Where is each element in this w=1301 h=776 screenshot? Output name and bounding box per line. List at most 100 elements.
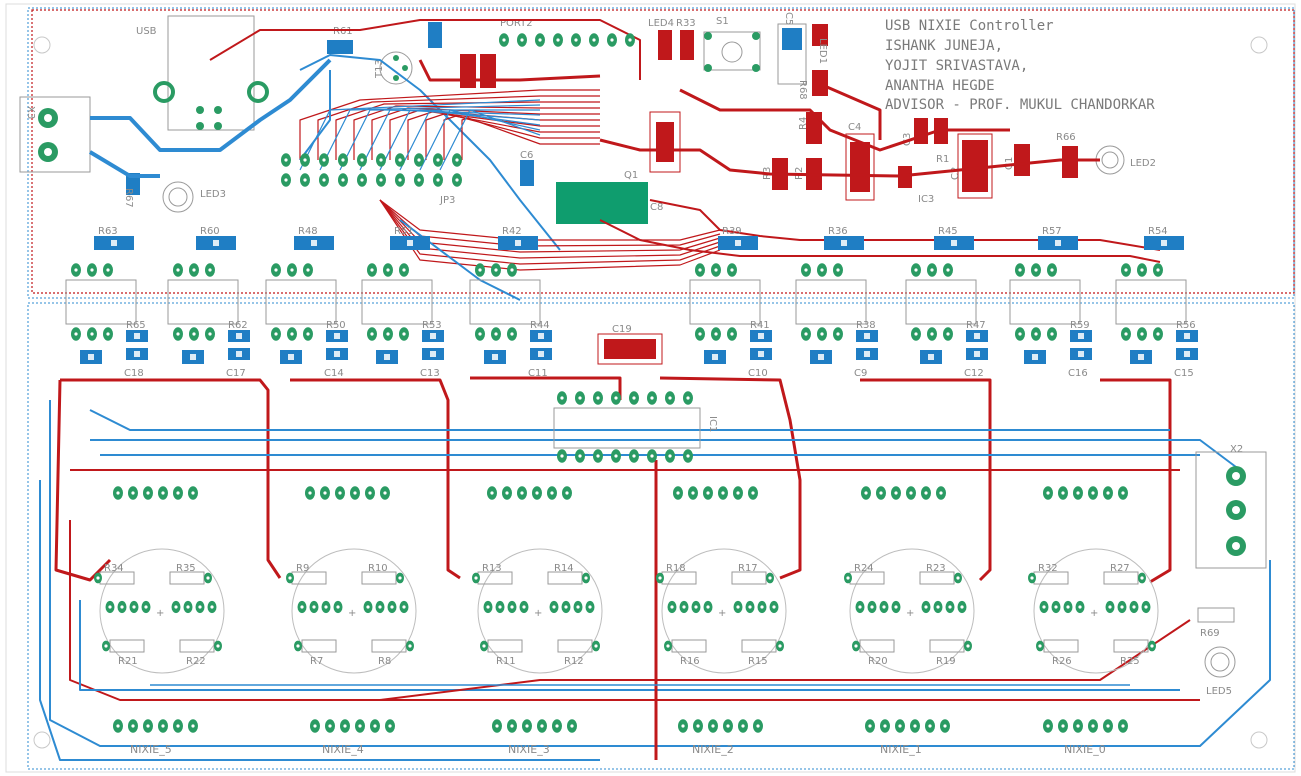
transistor-outline	[469, 279, 541, 325]
pin-hole	[495, 724, 499, 728]
pin-hole	[176, 332, 180, 336]
mounting-holes	[33, 36, 1268, 749]
trace	[88, 150, 160, 178]
pin-hole	[402, 605, 406, 609]
resistor-label: R57	[1042, 226, 1062, 237]
pin-hole	[894, 605, 898, 609]
pin-hole	[930, 268, 934, 272]
resistor-label: R42	[502, 226, 522, 237]
tube-outline	[99, 548, 225, 674]
pin-hole	[804, 332, 808, 336]
traces	[39, 19, 1271, 761]
capacitor-label: C17	[226, 368, 246, 379]
pin-hole	[288, 576, 292, 580]
pin-hole	[736, 491, 740, 495]
trace	[90, 58, 332, 152]
pin-hole	[104, 644, 108, 648]
resistor-label: R27	[1110, 563, 1130, 574]
resistor-label: R63	[98, 226, 118, 237]
pin-hole	[308, 491, 312, 495]
smd-marker	[213, 240, 219, 246]
pin-hole	[556, 38, 560, 42]
pin-hole	[208, 268, 212, 272]
pin-hole	[370, 332, 374, 336]
trace	[379, 199, 721, 259]
trace	[79, 600, 1180, 691]
pin-hole	[1050, 268, 1054, 272]
pin-hole	[914, 268, 918, 272]
pin-hole	[398, 178, 402, 182]
smd-marker	[1055, 240, 1061, 246]
resistor-label: R23	[926, 563, 946, 574]
nixie-pins-4	[865, 719, 950, 733]
pin-hole	[592, 38, 596, 42]
pin-hole	[144, 605, 148, 609]
smd-marker	[430, 333, 436, 339]
pin-hole	[924, 491, 928, 495]
pin-hole	[1156, 268, 1160, 272]
pin-hole	[284, 178, 288, 182]
pin-hole	[614, 396, 618, 400]
pin-hole	[768, 576, 772, 580]
s1-switch: S1	[703, 16, 761, 72]
pin-hole	[698, 332, 702, 336]
trace	[39, 480, 600, 761]
pin-hole	[868, 724, 872, 728]
pin-hole	[522, 605, 526, 609]
resistor-label-lower: R62	[228, 320, 248, 331]
pin-hole	[341, 158, 345, 162]
r61-label: R61	[333, 26, 353, 37]
pin-hole	[498, 605, 502, 609]
r67-label: R67	[123, 188, 134, 208]
pin-hole	[338, 491, 342, 495]
pin-hole	[312, 605, 316, 609]
pin-hole	[939, 491, 943, 495]
pin-hole	[486, 605, 490, 609]
nixie-label: NIXIE_0	[1064, 743, 1106, 756]
pin-hole	[520, 491, 524, 495]
pin-hole	[303, 158, 307, 162]
pin-hole	[402, 332, 406, 336]
pin-hole	[1091, 491, 1095, 495]
trace	[299, 70, 331, 161]
trace	[599, 138, 1100, 178]
digit-connector-5	[1043, 486, 1128, 500]
pin-hole	[1034, 332, 1038, 336]
trace	[679, 88, 1010, 152]
pin-hole	[726, 724, 730, 728]
bottom-region-outline	[27, 302, 1295, 770]
pin-hole	[936, 605, 940, 609]
resistor-label: R34	[104, 563, 124, 574]
pin-hole	[206, 576, 210, 580]
top-region-outline	[31, 9, 1295, 294]
pin-hole	[570, 724, 574, 728]
pin-hole	[540, 724, 544, 728]
resistor-label: R48	[298, 226, 318, 237]
trace	[359, 109, 541, 171]
pin-hole	[324, 605, 328, 609]
pin-hole	[313, 724, 317, 728]
resistor-label: R24	[854, 563, 874, 574]
resistor-label: R18	[666, 563, 686, 574]
pin-hole	[751, 491, 755, 495]
pin-hole	[474, 576, 478, 580]
r33-label: R33	[676, 18, 696, 29]
pin-hole	[323, 491, 327, 495]
resistor-label: R26	[1052, 656, 1072, 667]
pin-hole	[494, 268, 498, 272]
trace	[89, 409, 1170, 431]
jp3-label: JP3	[439, 195, 455, 206]
center-mark: +	[348, 608, 356, 619]
trace	[335, 101, 600, 160]
pin-hole	[146, 491, 150, 495]
trace	[290, 378, 461, 580]
nixie-pins-0	[113, 719, 198, 733]
smd-marker	[864, 333, 870, 339]
pin-hole	[520, 38, 524, 42]
jp3-pins-row-1	[281, 153, 462, 167]
resistor-label: R17	[738, 563, 758, 574]
c4-label: C4	[848, 122, 861, 133]
